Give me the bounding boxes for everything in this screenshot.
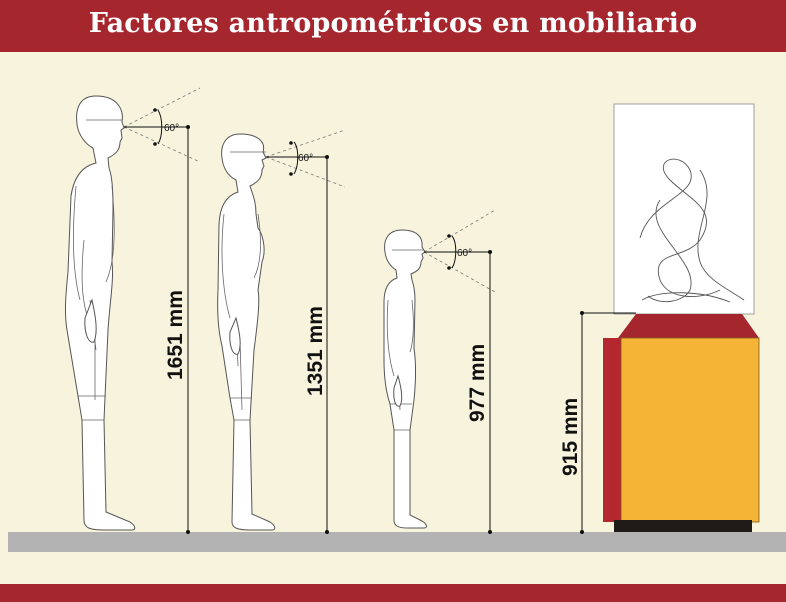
man-angle-arc — [157, 109, 163, 145]
figure-adult-man: 60° 1651 mm — [64, 87, 201, 534]
man-silhouette — [64, 95, 136, 531]
child-hand — [393, 374, 403, 407]
woman-angle-dot-bottom — [289, 172, 293, 176]
child-sight-lines — [423, 209, 496, 293]
woman-silhouette — [217, 133, 276, 531]
child-angle-dot-top — [447, 234, 451, 238]
footer-banner — [0, 584, 786, 602]
glass-display-case — [613, 103, 755, 315]
cabinet-side — [603, 338, 623, 522]
man-dimension-bottom-dot — [186, 530, 190, 534]
man-angle-dot-bottom — [153, 142, 157, 146]
woman-height-label: 1351 mm — [304, 306, 327, 396]
woman-hand — [229, 316, 241, 355]
woman-view-angle: 60° — [298, 153, 313, 164]
display-cabinet: 915 mm — [559, 103, 760, 534]
floor-strip — [8, 532, 786, 552]
woman-dimension-top-dot — [325, 155, 329, 159]
man-sight-lines — [123, 87, 201, 163]
sculpture-base-curve — [641, 292, 731, 303]
child-dimension-bottom-dot — [488, 530, 492, 534]
cabinet-top — [618, 314, 759, 338]
man-height-label: 1651 mm — [164, 290, 187, 380]
woman-dimension-bottom-dot — [325, 530, 329, 534]
cabinet-dimension-top-dot — [580, 311, 584, 315]
cabinet-dimension-bottom-dot — [580, 530, 584, 534]
man-dimension-top-dot — [186, 125, 190, 129]
cabinet-front — [620, 337, 760, 523]
cabinet-height-label: 915 mm — [559, 398, 582, 476]
man-view-angle: 60° — [164, 123, 179, 134]
child-angle-dot-bottom — [447, 266, 451, 270]
child-dimension-top-dot — [488, 250, 492, 254]
sculpture-icon — [639, 158, 745, 303]
woman-angle-dot-top — [289, 141, 293, 145]
figure-child: 60° 977 mm — [383, 209, 496, 534]
title-banner: Factores antropométricos en mobiliario — [0, 0, 786, 52]
cabinet-plinth — [614, 520, 752, 532]
man-angle-dot-top — [153, 108, 157, 112]
woman-angle-arc — [293, 141, 299, 175]
child-silhouette — [383, 229, 427, 529]
figure-adult-woman: 60° 1351 mm — [217, 129, 346, 534]
woman-sight-lines — [265, 129, 346, 188]
child-height-label: 977 mm — [466, 344, 489, 422]
child-view-angle: 60° — [457, 248, 472, 259]
man-hand — [84, 298, 97, 343]
page-title: Factores antropométricos en mobiliario — [88, 8, 698, 39]
child-angle-arc — [451, 235, 457, 269]
